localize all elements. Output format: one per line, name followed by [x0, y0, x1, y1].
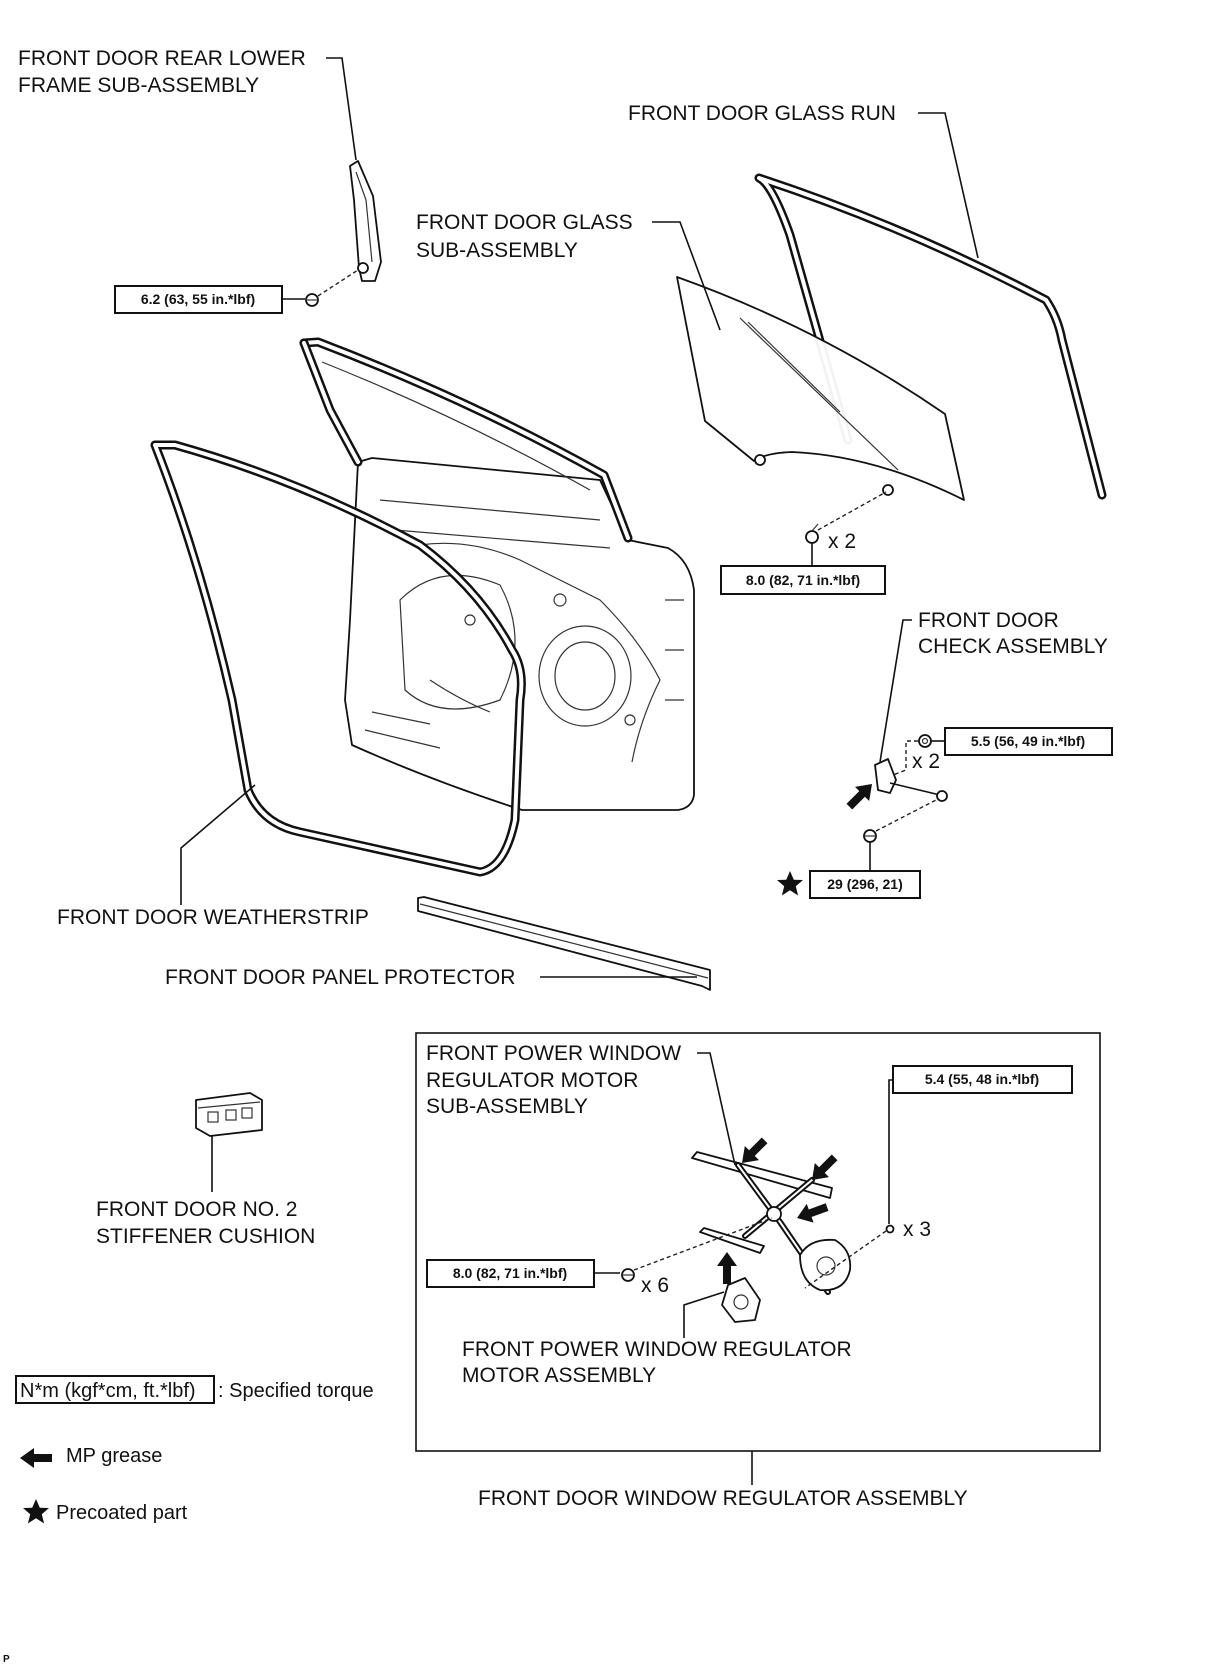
check-bolt-icon	[863, 829, 877, 843]
legend-torque-box	[15, 1375, 215, 1404]
glass-label-line2: SUB-ASSEMBLY	[416, 239, 578, 262]
rear-lower-frame-part	[349, 160, 382, 282]
regulator-motor-leader	[683, 1291, 725, 1338]
star-icon	[23, 1499, 49, 1524]
regulator-upper-bolt-quantity: x 3	[903, 1218, 931, 1241]
check-label-line2: CHECK ASSEMBLY	[918, 635, 1108, 658]
check-label-line1: FRONT DOOR	[918, 609, 1059, 632]
rear-lower-frame-torque-box	[114, 285, 283, 314]
check-bolt-torque-value: 29 (296, 21)	[827, 876, 903, 892]
stiffener-label-line2: STIFFENER CUSHION	[96, 1225, 315, 1248]
legend-torque-unit: N*m (kgf*cm, ft.*lbf)	[20, 1380, 196, 1402]
footer-code: P	[3, 1654, 10, 1665]
regulator-motor-sub-label-line1: FRONT POWER WINDOW	[426, 1042, 681, 1065]
regulator-lower-torque-value: 8.0 (82, 71 in.*lbf)	[453, 1265, 567, 1281]
glass-part	[676, 276, 965, 501]
regulator-motor-sub-leader	[697, 1052, 736, 1166]
rear-lower-frame-leader	[326, 57, 357, 161]
legend-torque-description: : Specified torque	[218, 1380, 374, 1402]
regulator-upper-bolt-icon	[885, 1224, 895, 1234]
regulator-upper-bolt-dashed-line	[804, 1230, 887, 1289]
check-nut-torque-box	[944, 727, 1113, 756]
weatherstrip-label: FRONT DOOR WEATHERSTRIP	[57, 906, 369, 929]
check-leader	[879, 619, 912, 763]
regulator-motor-sub-label-line2: REGULATOR MOTOR	[426, 1069, 638, 1092]
weatherstrip-leader	[180, 784, 256, 905]
check-nut-icon	[918, 734, 932, 748]
regulator-grease-arrow-icon-3	[793, 1197, 831, 1228]
check-bolt-torque-box	[809, 870, 921, 899]
glass-torque-value: 8.0 (82, 71 in.*lbf)	[746, 572, 860, 588]
glass-bolt-icon	[805, 523, 819, 544]
regulator-motor-part	[721, 1277, 761, 1323]
regulator-upper-torque-leader	[888, 1079, 893, 1224]
check-nut-torque-value: 5.5 (56, 49 in.*lbf)	[971, 733, 1085, 749]
legend-grease-label: MP grease	[66, 1445, 162, 1467]
rear-lower-frame-label-line1: FRONT DOOR REAR LOWER	[18, 47, 306, 70]
regulator-lower-bolt-icon	[621, 1268, 635, 1282]
check-nut-quantity: x 2	[912, 750, 940, 773]
glass-label-line1: FRONT DOOR GLASS	[416, 211, 633, 234]
rear-lower-frame-label-line2: FRAME SUB-ASSEMBLY	[18, 74, 259, 97]
check-bolt-dashed-line	[875, 799, 937, 832]
regulator-grease-arrow-icon-4	[717, 1252, 737, 1284]
panel-protector-label: FRONT DOOR PANEL PROTECTOR	[165, 966, 515, 989]
glass-torque-box	[720, 565, 886, 595]
glass-run-part	[754, 173, 1107, 500]
regulator-upper-torque-value: 5.4 (55, 48 in.*lbf)	[925, 1071, 1039, 1087]
stiffener-cushion-part	[195, 1092, 263, 1137]
regulator-motor-label-line1: FRONT POWER WINDOW REGULATOR	[462, 1338, 852, 1361]
legend-precoat-label: Precoated part	[56, 1502, 188, 1524]
regulator-lower-bolt-dashed-line	[633, 1217, 773, 1271]
regulator-lower-bolt-quantity: x 6	[641, 1274, 669, 1297]
glass-run-leader	[918, 112, 979, 259]
glass-bolt-quantity: x 2	[828, 530, 856, 553]
regulator-assembly-label: FRONT DOOR WINDOW REGULATOR ASSEMBLY	[478, 1487, 968, 1510]
regulator-lower-torque-box	[426, 1259, 595, 1288]
glass-bolt-dashed-line	[817, 491, 887, 531]
front-door-panel	[299, 337, 695, 811]
glass-run-label: FRONT DOOR GLASS RUN	[628, 102, 896, 125]
regulator-motor-sub-label-line3: SUB-ASSEMBLY	[426, 1095, 588, 1118]
check-bolt-star-icon	[777, 871, 803, 896]
mp-grease-arrow-icon	[20, 1448, 52, 1468]
regulator-part	[691, 1151, 852, 1295]
rear-lower-frame-torque-value: 6.2 (63, 55 in.*lbf)	[141, 291, 255, 307]
stiffener-label-line1: FRONT DOOR NO. 2	[96, 1198, 297, 1221]
rear-lower-frame-bolt-icon	[305, 293, 319, 307]
rear-lower-frame-bolt-dashed-line	[317, 269, 359, 297]
check-grease-arrow-icon	[842, 776, 880, 814]
glass-leader	[652, 221, 721, 331]
weatherstrip-part	[150, 440, 526, 877]
check-assembly-part	[874, 758, 948, 802]
regulator-assembly-frame	[415, 1032, 1101, 1452]
regulator-motor-label-line2: MOTOR ASSEMBLY	[462, 1364, 656, 1387]
panel-protector-part	[417, 896, 711, 991]
